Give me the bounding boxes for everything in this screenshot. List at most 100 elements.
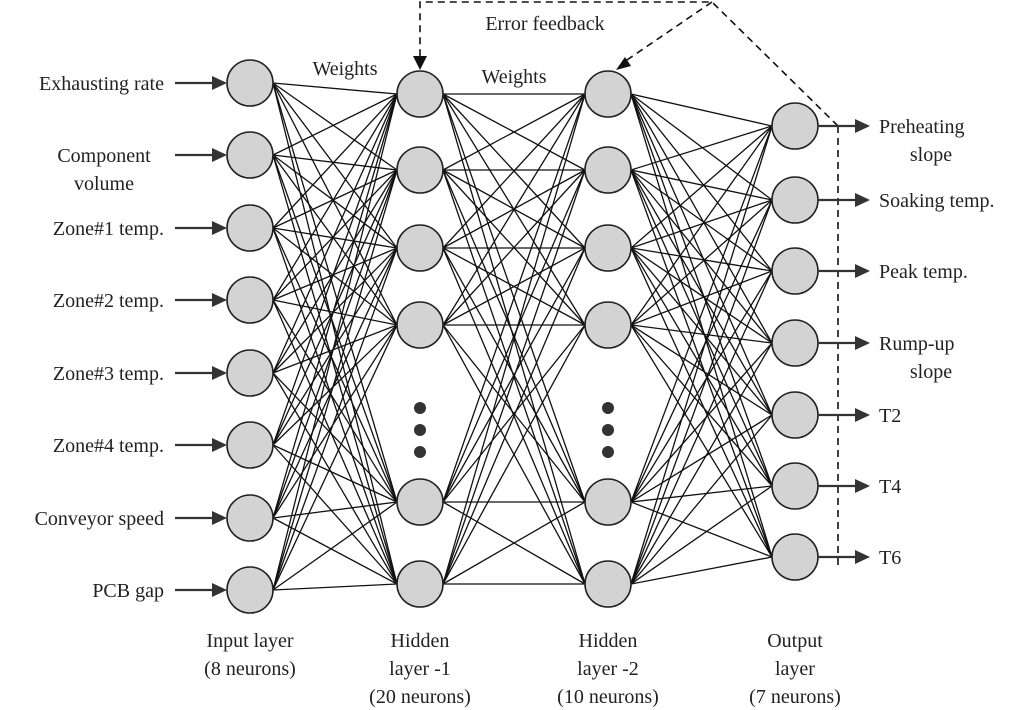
hidden2-neuron [584,560,632,608]
output-caption: layer [775,658,815,680]
hidden2-neuron [584,301,632,349]
weight-edge [272,82,398,249]
weights-label-2: Weights [481,66,546,88]
input-label: volume [74,173,134,195]
input-caption: Input layer [206,630,294,652]
weight-edge [630,199,773,326]
input-arrowhead-icon [212,148,227,162]
weight-edge [442,93,586,249]
weight-edge [630,270,773,326]
input-label: Zone#2 temp. [53,290,164,312]
hidden2-neuron [584,224,632,272]
weight-edge [630,93,773,127]
weight-edge [630,169,773,416]
weight-edge [272,169,398,229]
input-neuron [226,494,274,542]
weight-edge [630,485,773,585]
weight-edge [272,93,398,519]
weight-edge [442,501,586,585]
input-neuron [226,421,274,469]
input-neuron [226,276,274,324]
hidden2-ellipsis-dot [602,424,614,436]
weight-edge [630,169,773,487]
weight-edge [272,247,398,374]
io-arrows [175,76,870,597]
weight-edge [630,169,773,558]
weight-edge [630,324,773,558]
neurons [226,59,819,614]
weight-edge [630,324,773,487]
hidden1-caption: layer -1 [389,658,451,680]
weight-edge [272,324,398,446]
weight-edge [272,501,398,519]
input-arrowhead-icon [212,221,227,235]
output-neuron [771,176,819,224]
weight-edge [630,324,773,344]
input-label: Zone#4 temp. [53,435,164,457]
hidden2-neuron [584,70,632,118]
input-arrowhead-icon [212,293,227,307]
weight-edge [272,154,398,249]
weight-edge [630,556,773,585]
weight-edge [630,324,773,416]
hidden1-neuron [396,478,444,526]
weight-edge [272,372,398,503]
weight-edge [630,485,773,503]
weight-edge [630,169,773,201]
input-neuron [226,204,274,252]
weight-edge [630,93,773,344]
input-arrowhead-icon [212,366,227,380]
output-arrowhead-icon [855,193,870,207]
output-label: slope [910,144,952,166]
hidden2-ellipsis-dot [602,446,614,458]
hidden1-ellipsis-dot [414,424,426,436]
output-label: slope [910,361,952,383]
output-label: Rump-up [879,333,955,355]
weight-edge [272,82,398,171]
weight-edge [442,247,586,585]
weight-edge [272,501,398,591]
hidden1-caption: (20 neurons) [369,686,471,708]
weight-edge [630,93,773,487]
weight-edge [630,247,773,558]
weight-edge [272,154,398,585]
weight-edge [630,342,773,503]
weight-edge [272,324,398,519]
hidden2-ellipsis-dot [602,402,614,414]
output-neuron [771,462,819,510]
error-feedback-label: Error feedback [485,13,604,35]
output-neuron [771,247,819,295]
input-neuron [226,349,274,397]
weight-edge [630,125,773,249]
output-label: T4 [879,476,901,498]
weight-edge [630,169,773,272]
input-label: Exhausting rate [39,73,164,95]
weight-edge [630,414,773,585]
hidden1-ellipsis-dot [414,446,426,458]
input-neuron [226,59,274,107]
weight-edge [272,93,398,446]
weight-edge [272,247,398,446]
output-neuron [771,391,819,439]
weight-edge [442,324,586,585]
weight-edge [272,299,398,326]
weight-edge [272,154,398,503]
weight-edge [272,154,398,171]
output-label: Preheating [879,116,965,138]
weight-edge [630,93,773,558]
input-label: Zone#3 temp. [53,363,164,385]
weight-edge [630,501,773,558]
weight-edge [272,227,398,249]
weight-edge [630,247,773,487]
input-arrowhead-icon [212,583,227,597]
weight-edge [630,125,773,585]
hidden2-neuron [584,478,632,526]
weight-edge [272,324,398,374]
weight-edge [442,169,586,326]
weight-edge [272,93,398,229]
output-label: Soaking temp. [879,190,995,212]
weight-edge [630,125,773,171]
